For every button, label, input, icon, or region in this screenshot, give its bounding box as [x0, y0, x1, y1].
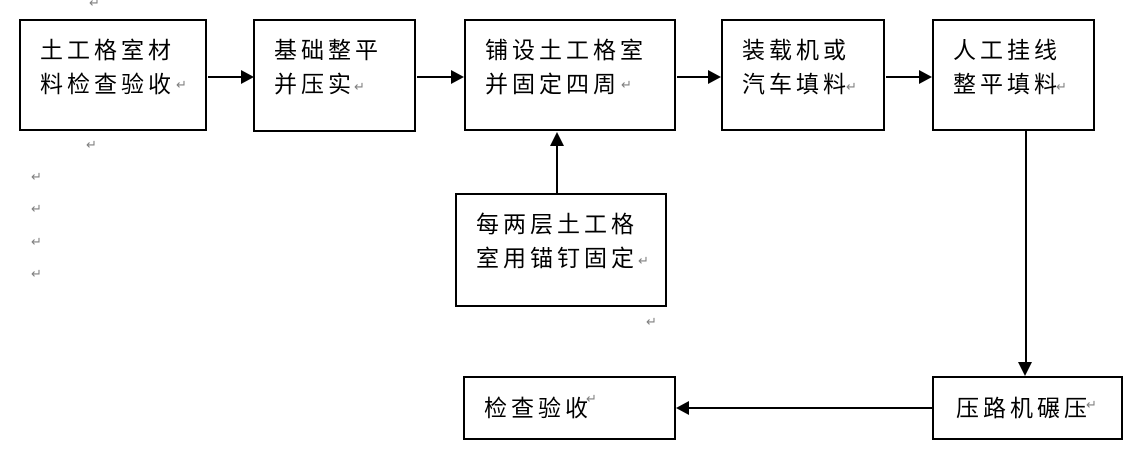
paragraph-mark-icon: ↵: [638, 254, 649, 269]
arrowhead-right-icon: [919, 70, 932, 84]
paragraph-mark-icon: ↵: [1056, 80, 1067, 95]
arrow-leveling-to-laygeocell: [417, 76, 451, 78]
arrowhead-right-icon: [708, 70, 721, 84]
step-label-line: 料检查验收: [40, 72, 175, 98]
note-anchor-fixing: 每两层土工格 室用锚钉固定: [455, 193, 667, 307]
step-loader-filling: 装载机或 汽车填料: [721, 19, 885, 131]
paragraph-mark-icon: ↵: [31, 267, 42, 282]
paragraph-mark-icon: ↵: [31, 170, 42, 185]
step-manual-line-leveling: 人工挂线 整平填料: [932, 19, 1095, 131]
paragraph-mark-icon: ↵: [846, 80, 857, 95]
step-roller-compaction: 压路机碾压: [932, 376, 1123, 440]
arrowhead-right-icon: [451, 70, 464, 84]
arrow-anchor-to-laygeocell: [556, 146, 558, 193]
arrow-inspection-to-leveling: [208, 76, 241, 78]
arrow-laygeocell-to-loader: [677, 76, 708, 78]
step-label-line: 基础整平: [274, 38, 382, 64]
step-label-line: 土工格室材: [40, 38, 175, 64]
step-foundation-leveling: 基础整平 并压实: [253, 19, 416, 132]
step-label-line: 检查验收: [484, 396, 592, 422]
step-label-line: 室用锚钉固定: [476, 246, 638, 272]
arrowhead-down-icon: [1018, 362, 1032, 376]
step-label-line: 整平填料: [953, 72, 1061, 98]
paragraph-mark-icon: ↵: [31, 202, 42, 217]
paragraph-mark-icon: ↵: [586, 392, 597, 407]
arrow-roller-to-inspection: [689, 407, 932, 409]
arrowhead-left-icon: [676, 401, 689, 415]
step-label-line: 并固定四周: [485, 72, 620, 98]
paragraph-mark-icon: ↵: [621, 78, 632, 93]
paragraph-mark-icon: ↵: [86, 138, 97, 153]
step-label-line: 铺设土工格室: [485, 38, 647, 64]
arrowhead-up-icon: [550, 132, 564, 146]
arrow-loader-to-manual: [886, 76, 919, 78]
step-final-inspection: 检查验收: [463, 376, 676, 440]
paragraph-mark-icon: ↵: [646, 315, 657, 330]
arrow-manual-to-roller: [1025, 131, 1027, 362]
step-label-line: 汽车填料: [742, 72, 850, 98]
step-label-line: 每两层土工格: [476, 212, 638, 238]
paragraph-mark-icon: ↵: [1086, 398, 1097, 413]
step-label-line: 压路机碾压: [956, 396, 1091, 422]
step-geocell-material-inspection: 土工格室材 料检查验收: [19, 19, 207, 131]
step-lay-geocell: 铺设土工格室 并固定四周: [464, 19, 676, 131]
arrowhead-right-icon: [241, 70, 254, 84]
paragraph-mark-icon: ↵: [176, 78, 187, 93]
step-label-line: 装载机或: [742, 38, 850, 64]
step-label-line: 人工挂线: [953, 38, 1061, 64]
paragraph-mark-icon: ↵: [354, 80, 365, 95]
step-label-line: 并压实: [274, 72, 355, 98]
paragraph-mark-icon: ↵: [31, 235, 42, 250]
paragraph-mark-icon: ↵: [89, 0, 100, 11]
